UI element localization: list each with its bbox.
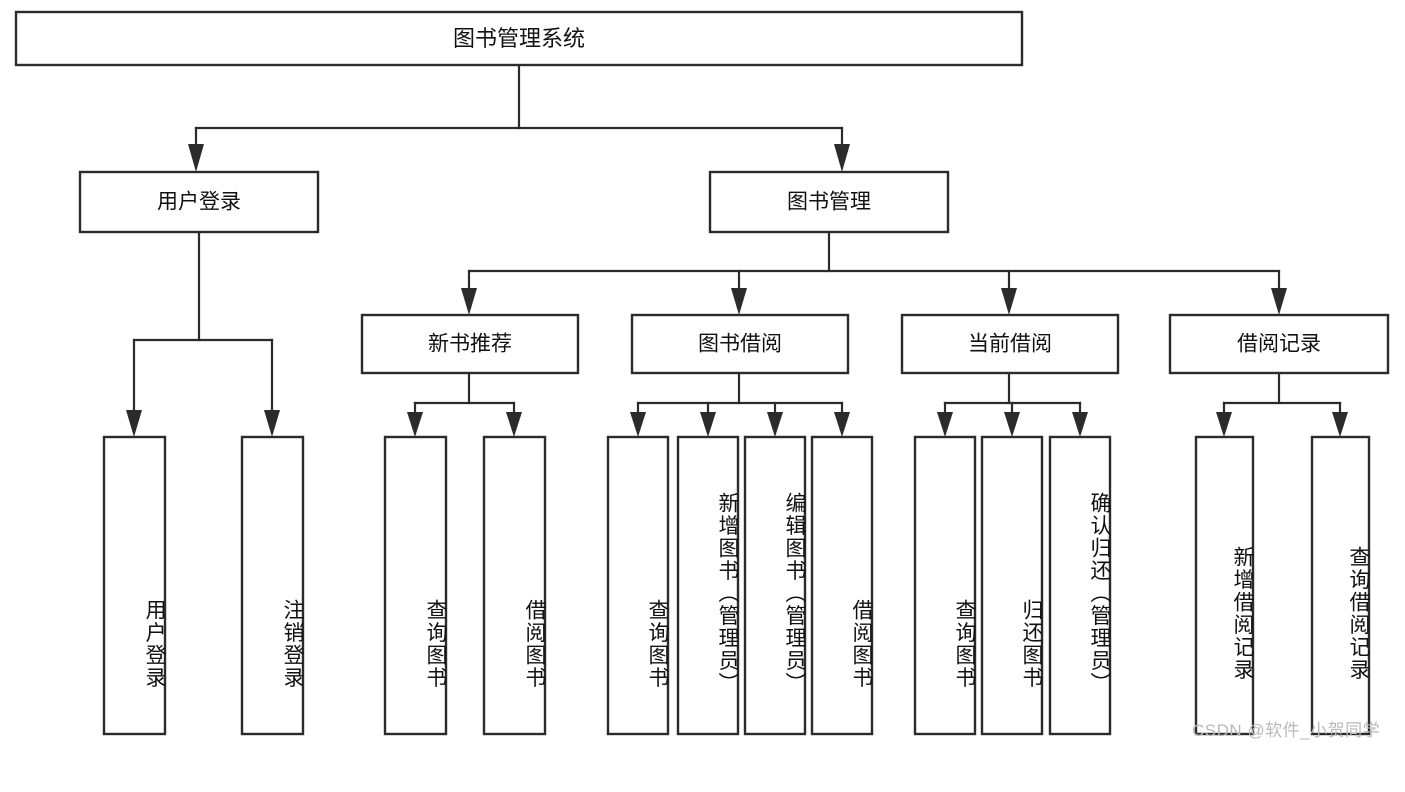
leaf-boxes xyxy=(102,435,1371,736)
arrow-head-icon xyxy=(1004,412,1020,437)
leaf-box-add-record[interactable] xyxy=(1194,435,1255,736)
node-new-book-recommend-label: 新书推荐 xyxy=(428,333,512,356)
node-new-book-recommend[interactable]: 新书推荐 xyxy=(360,313,580,375)
node-user-login-label: 用户登录 xyxy=(157,191,241,214)
node-book-borrow[interactable]: 图书借阅 xyxy=(630,313,850,375)
leaf-box-add-book-admin[interactable] xyxy=(676,435,740,736)
leaf-box-borrow-book-1[interactable] xyxy=(482,435,547,736)
connector-record-to-leaves xyxy=(1216,371,1348,437)
connector-root-to-level2 xyxy=(188,63,850,172)
node-root-label: 图书管理系统 xyxy=(453,26,585,51)
arrow-head-icon xyxy=(731,288,747,315)
leaf-box-edit-book-admin[interactable] xyxy=(743,435,807,736)
arrow-head-icon xyxy=(630,412,646,437)
node-root[interactable]: 图书管理系统 xyxy=(14,10,1024,67)
connector-userlogin-to-leaves xyxy=(126,230,280,437)
arrow-head-icon xyxy=(700,412,716,437)
csdn-watermark: CSDN @软件_小贺同学 xyxy=(1192,721,1381,740)
connector-bookmgmt-to-level3 xyxy=(461,230,1287,315)
node-current-borrow-label: 当前借阅 xyxy=(968,333,1052,356)
arrow-head-icon xyxy=(264,410,280,437)
node-borrow-record[interactable]: 借阅记录 xyxy=(1168,313,1390,375)
arrow-head-icon xyxy=(1001,288,1017,315)
arrow-head-icon xyxy=(834,144,850,172)
node-root-box[interactable] xyxy=(14,10,1024,67)
connector-current-to-leaves xyxy=(937,371,1088,437)
connector-borrow-to-leaves xyxy=(630,371,850,437)
leaf-box-query-record[interactable] xyxy=(1310,435,1371,736)
arrow-head-icon xyxy=(1072,412,1088,437)
node-user-login[interactable]: 用户登录 xyxy=(78,170,320,234)
leaf-box-return-book[interactable] xyxy=(980,435,1044,736)
node-current-borrow-box[interactable] xyxy=(900,313,1120,375)
node-current-borrow[interactable]: 当前借阅 xyxy=(900,313,1120,375)
connector-newbook-to-leaves xyxy=(407,371,522,437)
arrow-head-icon xyxy=(834,412,850,437)
arrow-head-icon xyxy=(937,412,953,437)
leaf-box-query-book-2[interactable] xyxy=(606,435,670,736)
arrow-head-icon xyxy=(506,412,522,437)
diagram-canvas: 图书管理系统 用户登录 图书管理 新书推荐 图书借阅 当前借阅 借阅记录 xyxy=(14,10,1390,740)
node-book-management-label: 图书管理 xyxy=(787,191,871,214)
node-user-login-box[interactable] xyxy=(78,170,320,234)
node-book-management[interactable]: 图书管理 xyxy=(708,170,950,234)
leaf-box-borrow-book-2[interactable] xyxy=(810,435,874,736)
node-new-book-recommend-box[interactable] xyxy=(360,313,580,375)
arrow-head-icon xyxy=(461,288,477,315)
node-book-borrow-label: 图书借阅 xyxy=(698,333,782,356)
arrow-head-icon xyxy=(1271,288,1287,315)
node-borrow-record-label: 借阅记录 xyxy=(1237,333,1321,356)
node-book-management-box[interactable] xyxy=(708,170,950,234)
tree-diagram-svg: 图书管理系统 用户登录 图书管理 新书推荐 图书借阅 当前借阅 借阅记录 xyxy=(14,10,1390,736)
arrow-head-icon xyxy=(188,144,204,172)
arrow-head-icon xyxy=(407,412,423,437)
leaf-box-query-book-3[interactable] xyxy=(913,435,977,736)
leaf-box-query-book-1[interactable] xyxy=(383,435,448,736)
arrow-head-icon xyxy=(126,410,142,437)
node-borrow-record-box[interactable] xyxy=(1168,313,1390,375)
arrow-head-icon xyxy=(1332,412,1348,437)
leaf-box-logout[interactable] xyxy=(240,435,305,736)
node-book-borrow-box[interactable] xyxy=(630,313,850,375)
arrow-head-icon xyxy=(767,412,783,437)
leaf-box-user-login[interactable] xyxy=(102,435,167,736)
leaf-box-confirm-return-admin[interactable] xyxy=(1048,435,1112,736)
arrow-head-icon xyxy=(1216,412,1232,437)
